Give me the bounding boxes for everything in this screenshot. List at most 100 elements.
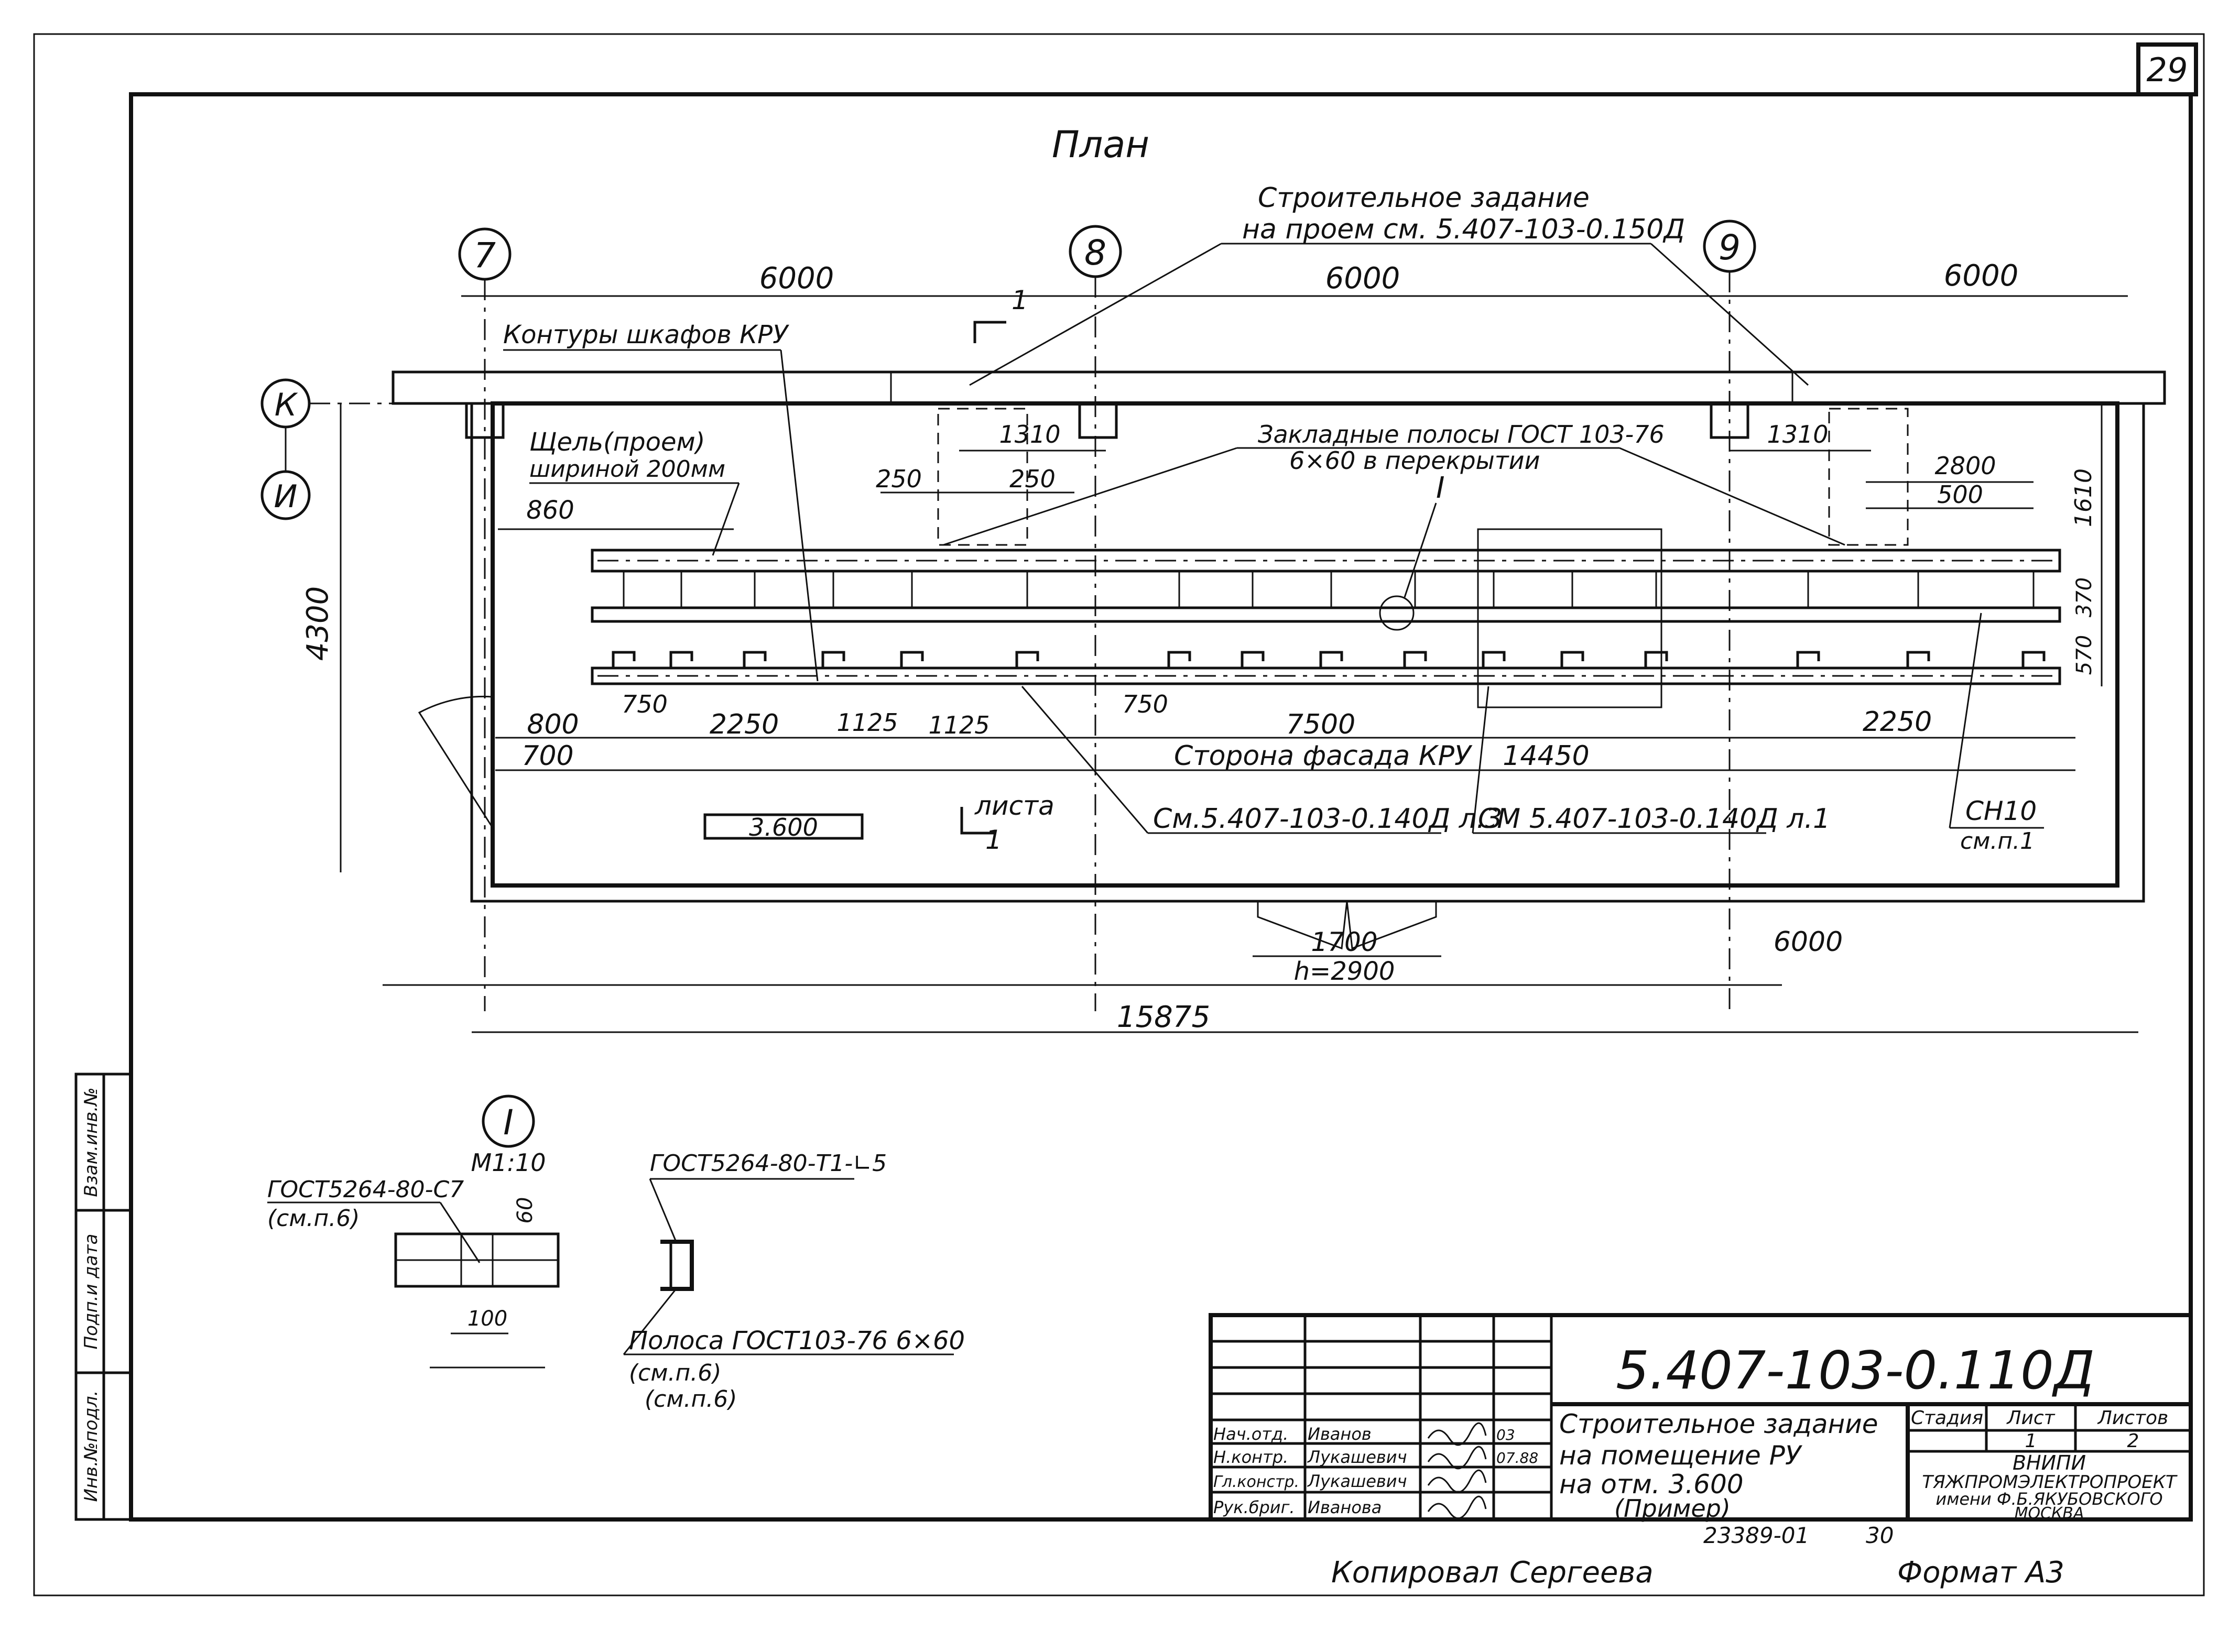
title-block (1209, 1313, 2193, 1522)
dim-860: 860 (526, 496, 574, 525)
doc-code: 5.407-103-0.110Д (1616, 1340, 2095, 1401)
dim-1700: 1700 (1311, 927, 1377, 957)
cabinet-bracket (612, 651, 636, 668)
dim-1310-a: 1310 (999, 420, 1060, 448)
page-number: 30 (1866, 1523, 1894, 1548)
col-sheets: Листов (2097, 1407, 2168, 1429)
copied-label: Копировал (1331, 1556, 1499, 1590)
side-stamp-sign: Подп.и дата (81, 1234, 102, 1350)
axis-8-label: 8 (1084, 233, 1106, 273)
doc-title-2: на помещение РУ (1559, 1440, 1803, 1471)
cabinet-bracket (821, 651, 845, 668)
side-stamp-replace: Взам.инв.№ (81, 1087, 102, 1197)
dim-14450: 14450 (1503, 740, 1589, 772)
detail-strip-1: Полоса ГОСТ103-76 6×60 (629, 1326, 965, 1355)
axis-8: 8 (1069, 225, 1122, 1011)
cabinet-bracket (2021, 651, 2046, 668)
cabinet-bracket (900, 651, 924, 668)
axis-I-label: И (274, 478, 298, 515)
top-wall (392, 370, 2166, 405)
role-1-date: 07.88 (1496, 1449, 1538, 1467)
dim-7500: 7500 (1286, 709, 1355, 740)
note-slot-1: Щель(проем) (529, 428, 705, 457)
signature-1 (1427, 1422, 1487, 1446)
note-construction-task-2: на проем см. 5.407-103-0.150Д (1242, 214, 1685, 245)
role-3: Рук.бриг. (1213, 1497, 1295, 1517)
role-1: Н.контр. (1213, 1447, 1288, 1467)
detail-callout-mark: I (1436, 471, 1445, 505)
cabinet-bracket (1560, 651, 1584, 668)
detail-gost-c7-1: ГОСТ5264-80-С7 (267, 1176, 464, 1203)
dim-6000-c: 6000 (1944, 259, 2019, 293)
dim-1125-b: 1125 (928, 711, 990, 739)
cabinet-bracket (669, 651, 693, 668)
role-3-name: Иванова (1308, 1497, 1382, 1517)
cabinet-bracket (1241, 651, 1265, 668)
dim-6000-d: 6000 (1774, 926, 1843, 958)
note-embedded-1: Закладные полосы ГОСТ 103-76 (1258, 420, 1665, 448)
cabinet-marks (612, 571, 2046, 668)
side-stamp: Инв.№подл. Подп.и дата Взам.инв.№ (74, 1073, 133, 1521)
note-kru-contours: Контуры шкафов КРУ (503, 320, 789, 349)
dim-1610: 1610 (2070, 468, 2097, 527)
doc-title-3: на отм. 3.600 (1559, 1469, 1744, 1500)
axis-K: К (260, 378, 311, 429)
dim-2250-b: 2250 (1863, 706, 1932, 738)
signature-4 (1427, 1495, 1487, 1519)
section-mark-top: 1 (1012, 285, 1028, 315)
sheet-ref-2: 1 (985, 825, 1002, 855)
axis-K-label: К (275, 387, 298, 423)
cabinet-bracket (1644, 651, 1668, 668)
org-4: МОСКВА (2015, 1504, 2084, 1523)
note-embedded-2: 6×60 в перекрытии (1289, 446, 1540, 475)
hole-height: h=2900 (1294, 957, 1395, 986)
role-2: Гл.констр. (1213, 1473, 1299, 1491)
detail-gost-c7-2: (см.п.6) (267, 1205, 360, 1232)
axis-7-label: 7 (474, 235, 496, 276)
sheet-number-box (2136, 42, 2198, 96)
cabinet-bracket (1015, 651, 1039, 668)
column-7 (465, 402, 505, 439)
axis-7: 7 (458, 227, 512, 1011)
dim-1125-a: 1125 (836, 708, 898, 737)
detail-dim-100: 100 (467, 1307, 507, 1331)
role-1-name: Лукашевич (1307, 1447, 1407, 1467)
detail-gost-t1: ГОСТ5264-80-Т1-∟5 (650, 1150, 887, 1177)
plan-title: План (1052, 123, 1149, 166)
cabinet-bracket (1482, 651, 1506, 668)
col-sheet: Лист (2006, 1407, 2055, 1429)
dim-700: 700 (521, 740, 573, 772)
detail-scale: М1:10 (471, 1148, 546, 1177)
dim-4300: 4300 (301, 586, 335, 661)
dim-6000-a: 6000 (759, 261, 834, 296)
column-8 (1078, 402, 1118, 439)
note-slot-2: шириной 200мм (529, 456, 725, 483)
detail-dim-60: 60 (513, 1197, 537, 1224)
sheet-number: 29 (2147, 51, 2188, 89)
copier-name: Сергеева (1509, 1556, 1654, 1590)
dim-15875: 15875 (1117, 1000, 1210, 1034)
cabinet-bracket (1796, 651, 1820, 668)
org-1: ВНИПИ (2013, 1451, 2086, 1474)
dim-800: 800 (527, 709, 579, 740)
dim-750-b: 750 (1122, 690, 1168, 718)
org-3: имени Ф.Б.ЯКУБОВСКОГО (1936, 1489, 2162, 1509)
doc-title-1: Строительное задание (1559, 1409, 1878, 1439)
dim-250-a: 250 (876, 465, 922, 493)
cabinet-bracket (1319, 651, 1343, 668)
dim-500: 500 (1937, 480, 1983, 509)
inner-frame (129, 92, 2193, 1522)
order-number: 23389-01 (1703, 1523, 1809, 1548)
axis-9: 9 (1703, 220, 1756, 1011)
outer-border (33, 33, 2205, 1596)
note-see-l1: СМ 5.407-103-0.140Д л.1 (1478, 803, 1830, 835)
detail-strip-2: (см.п.6) (629, 1360, 721, 1386)
role-0-name: Иванов (1308, 1424, 1372, 1444)
axis-I: И (260, 427, 311, 520)
role-0-date: 03 (1496, 1426, 1515, 1443)
note-construction-task-1: Строительное задание (1258, 182, 1590, 214)
note-facade-side: Сторона фасада КРУ (1174, 740, 1473, 772)
kru-rows (591, 549, 2061, 685)
dim-2800: 2800 (1934, 452, 1996, 480)
